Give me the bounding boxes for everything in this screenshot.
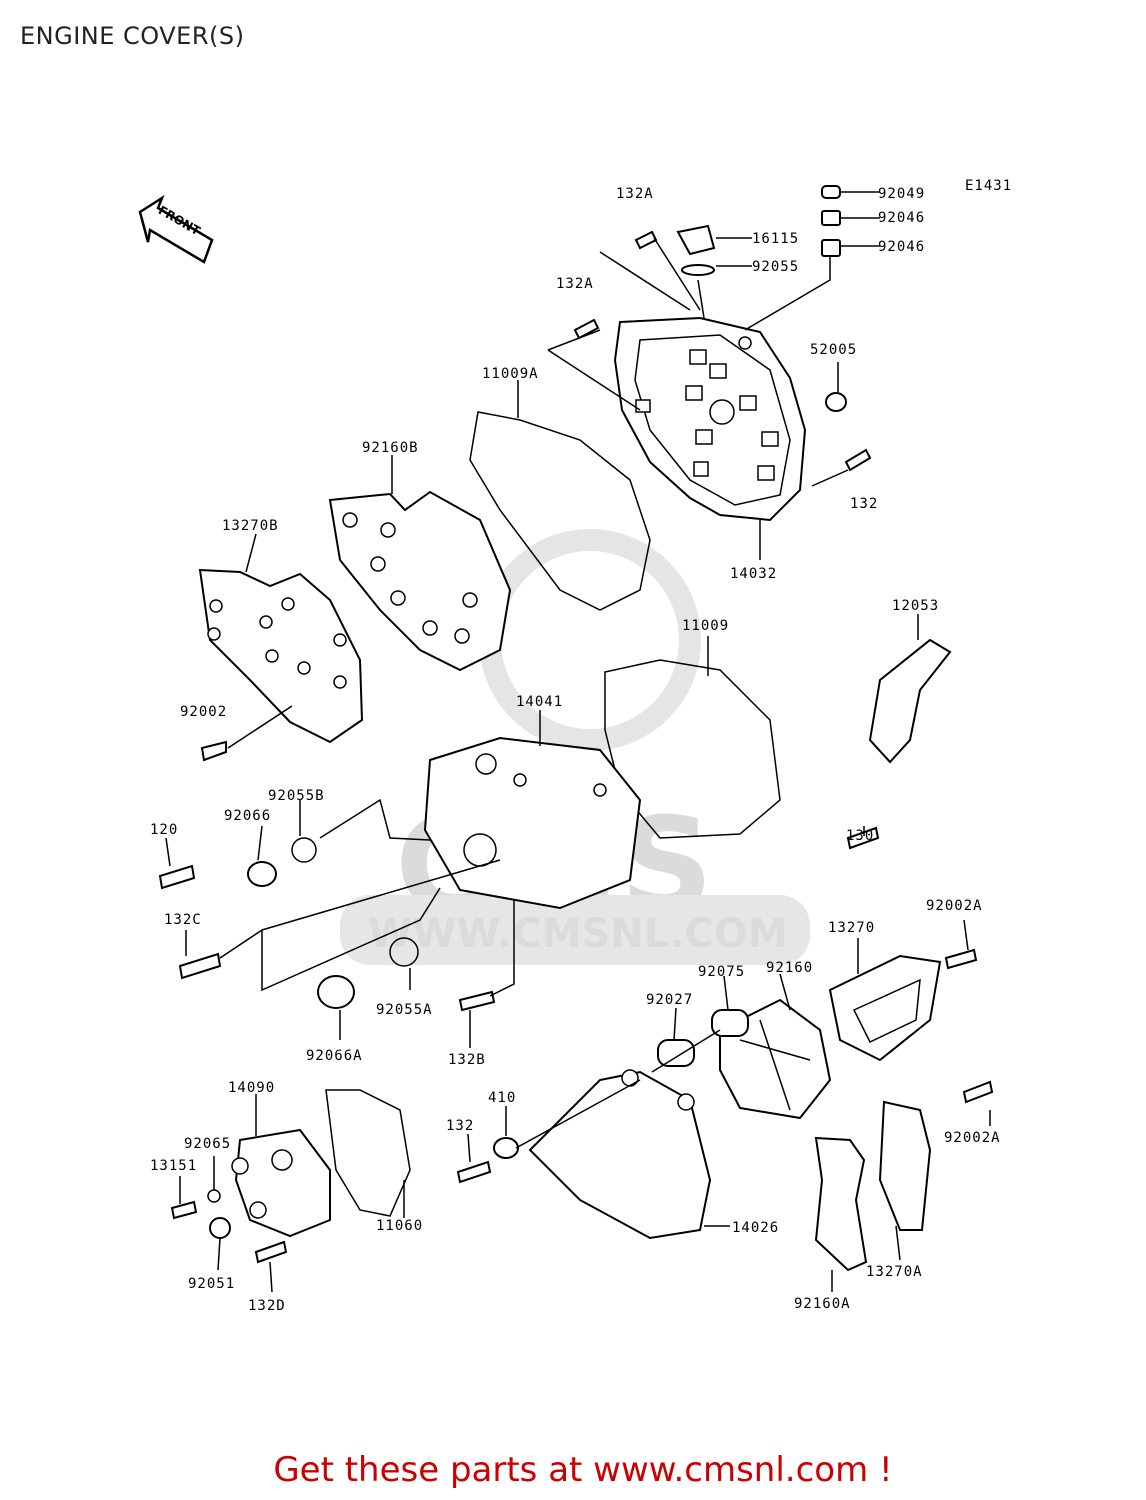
- label-92055: 92055: [752, 259, 799, 275]
- footer-link-text[interactable]: Get these parts at www.cmsnl.com !: [273, 1450, 893, 1490]
- label-92002A-low: 92002A: [944, 1130, 1001, 1146]
- label-92051: 92051: [188, 1276, 235, 1292]
- part-92075-bushing: [711, 1009, 749, 1037]
- page-title: ENGINE COVER(S): [20, 22, 245, 50]
- part-11009A-gasket: [469, 411, 651, 611]
- label-16115: 16115: [752, 231, 799, 247]
- label-14026: 14026: [732, 1220, 779, 1236]
- label-92160A: 92160A: [794, 1296, 851, 1312]
- part-13270A-cover: [878, 1100, 932, 1231]
- label-14041: 14041: [516, 694, 563, 710]
- label-12053: 12053: [892, 598, 939, 614]
- part-11060-gasket: [325, 1089, 411, 1217]
- label-11060: 11060: [376, 1218, 423, 1234]
- label-52005: 52005: [810, 342, 857, 358]
- part-14090-water-pump: [231, 1128, 331, 1238]
- front-arrow-icon: FRONT: [138, 194, 214, 264]
- label-13270B: 13270B: [222, 518, 279, 534]
- label-132B: 132B: [448, 1052, 486, 1068]
- label-410: 410: [488, 1090, 516, 1106]
- part-13270-cover: [828, 954, 942, 1062]
- part-92160A-insulator: [814, 1136, 868, 1272]
- label-92066A: 92066A: [306, 1048, 363, 1064]
- bolts: [158, 230, 994, 1264]
- label-11009A: 11009A: [482, 366, 539, 382]
- part-92055B-o-ring: [291, 837, 317, 863]
- label-132C: 132C: [164, 912, 202, 928]
- label-120: 120: [150, 822, 178, 838]
- label-92002A-top: 92002A: [926, 898, 983, 914]
- label-13270A: 13270A: [866, 1264, 923, 1280]
- label-11009: 11009: [682, 618, 729, 634]
- label-92046-a: 92046: [878, 210, 925, 226]
- part-92066A-plug: [317, 975, 355, 1009]
- watermark-url-text: WWW.CMSNL.COM: [368, 911, 788, 957]
- part-14041-generator-cover: [423, 736, 642, 910]
- label-132A-top: 132A: [616, 186, 654, 202]
- label-13151: 13151: [150, 1158, 197, 1174]
- label-92055B: 92055B: [268, 788, 325, 804]
- label-92065: 92065: [184, 1136, 231, 1152]
- part-12053-guide: [868, 638, 952, 764]
- part-92027-collar: [657, 1039, 695, 1067]
- label-92160B: 92160B: [362, 440, 419, 456]
- label-132-low: 132: [446, 1118, 474, 1134]
- part-92066-plug: [247, 861, 277, 887]
- label-92160: 92160: [766, 960, 813, 976]
- label-13270: 13270: [828, 920, 875, 936]
- label-132D: 132D: [248, 1298, 286, 1314]
- part-13270B-cover: [198, 568, 364, 744]
- label-92046-b: 92046: [878, 239, 925, 255]
- part-92160B-insulator: [328, 490, 512, 672]
- label-92049: 92049: [878, 186, 925, 202]
- label-92002: 92002: [180, 704, 227, 720]
- part-92065-o-ring: [207, 1189, 221, 1203]
- diagram-code: E1431: [965, 178, 1012, 194]
- part-16115-oil-filler-cap: [676, 224, 716, 276]
- part-52005-seal: [825, 392, 847, 412]
- label-14090: 14090: [228, 1080, 275, 1096]
- label-92075: 92075: [698, 964, 745, 980]
- label-92066: 92066: [224, 808, 271, 824]
- exploded-parts-diagram: CMS WWW.CMSNL.COM FRONT E1431: [138, 178, 1012, 1314]
- part-number-labels: 132A 92049 92046 92046 16115 92055 132A …: [150, 186, 1001, 1314]
- part-14026-sprocket-cover: [528, 1069, 712, 1240]
- part-92055A-o-ring: [389, 937, 419, 967]
- label-92055A: 92055A: [376, 1002, 433, 1018]
- leader-lines: [165, 191, 991, 1293]
- part-92051-seal: [209, 1217, 231, 1239]
- label-132A-mid: 132A: [556, 276, 594, 292]
- label-130: 130: [846, 828, 874, 844]
- parts-92049-92046-bushings: [821, 185, 841, 257]
- label-132-right: 132: [850, 496, 878, 512]
- part-14032-cover: [613, 316, 807, 522]
- label-92027: 92027: [646, 992, 693, 1008]
- label-14032: 14032: [730, 566, 777, 582]
- part-410-washer: [493, 1137, 519, 1159]
- part-11009-gasket: [604, 659, 781, 839]
